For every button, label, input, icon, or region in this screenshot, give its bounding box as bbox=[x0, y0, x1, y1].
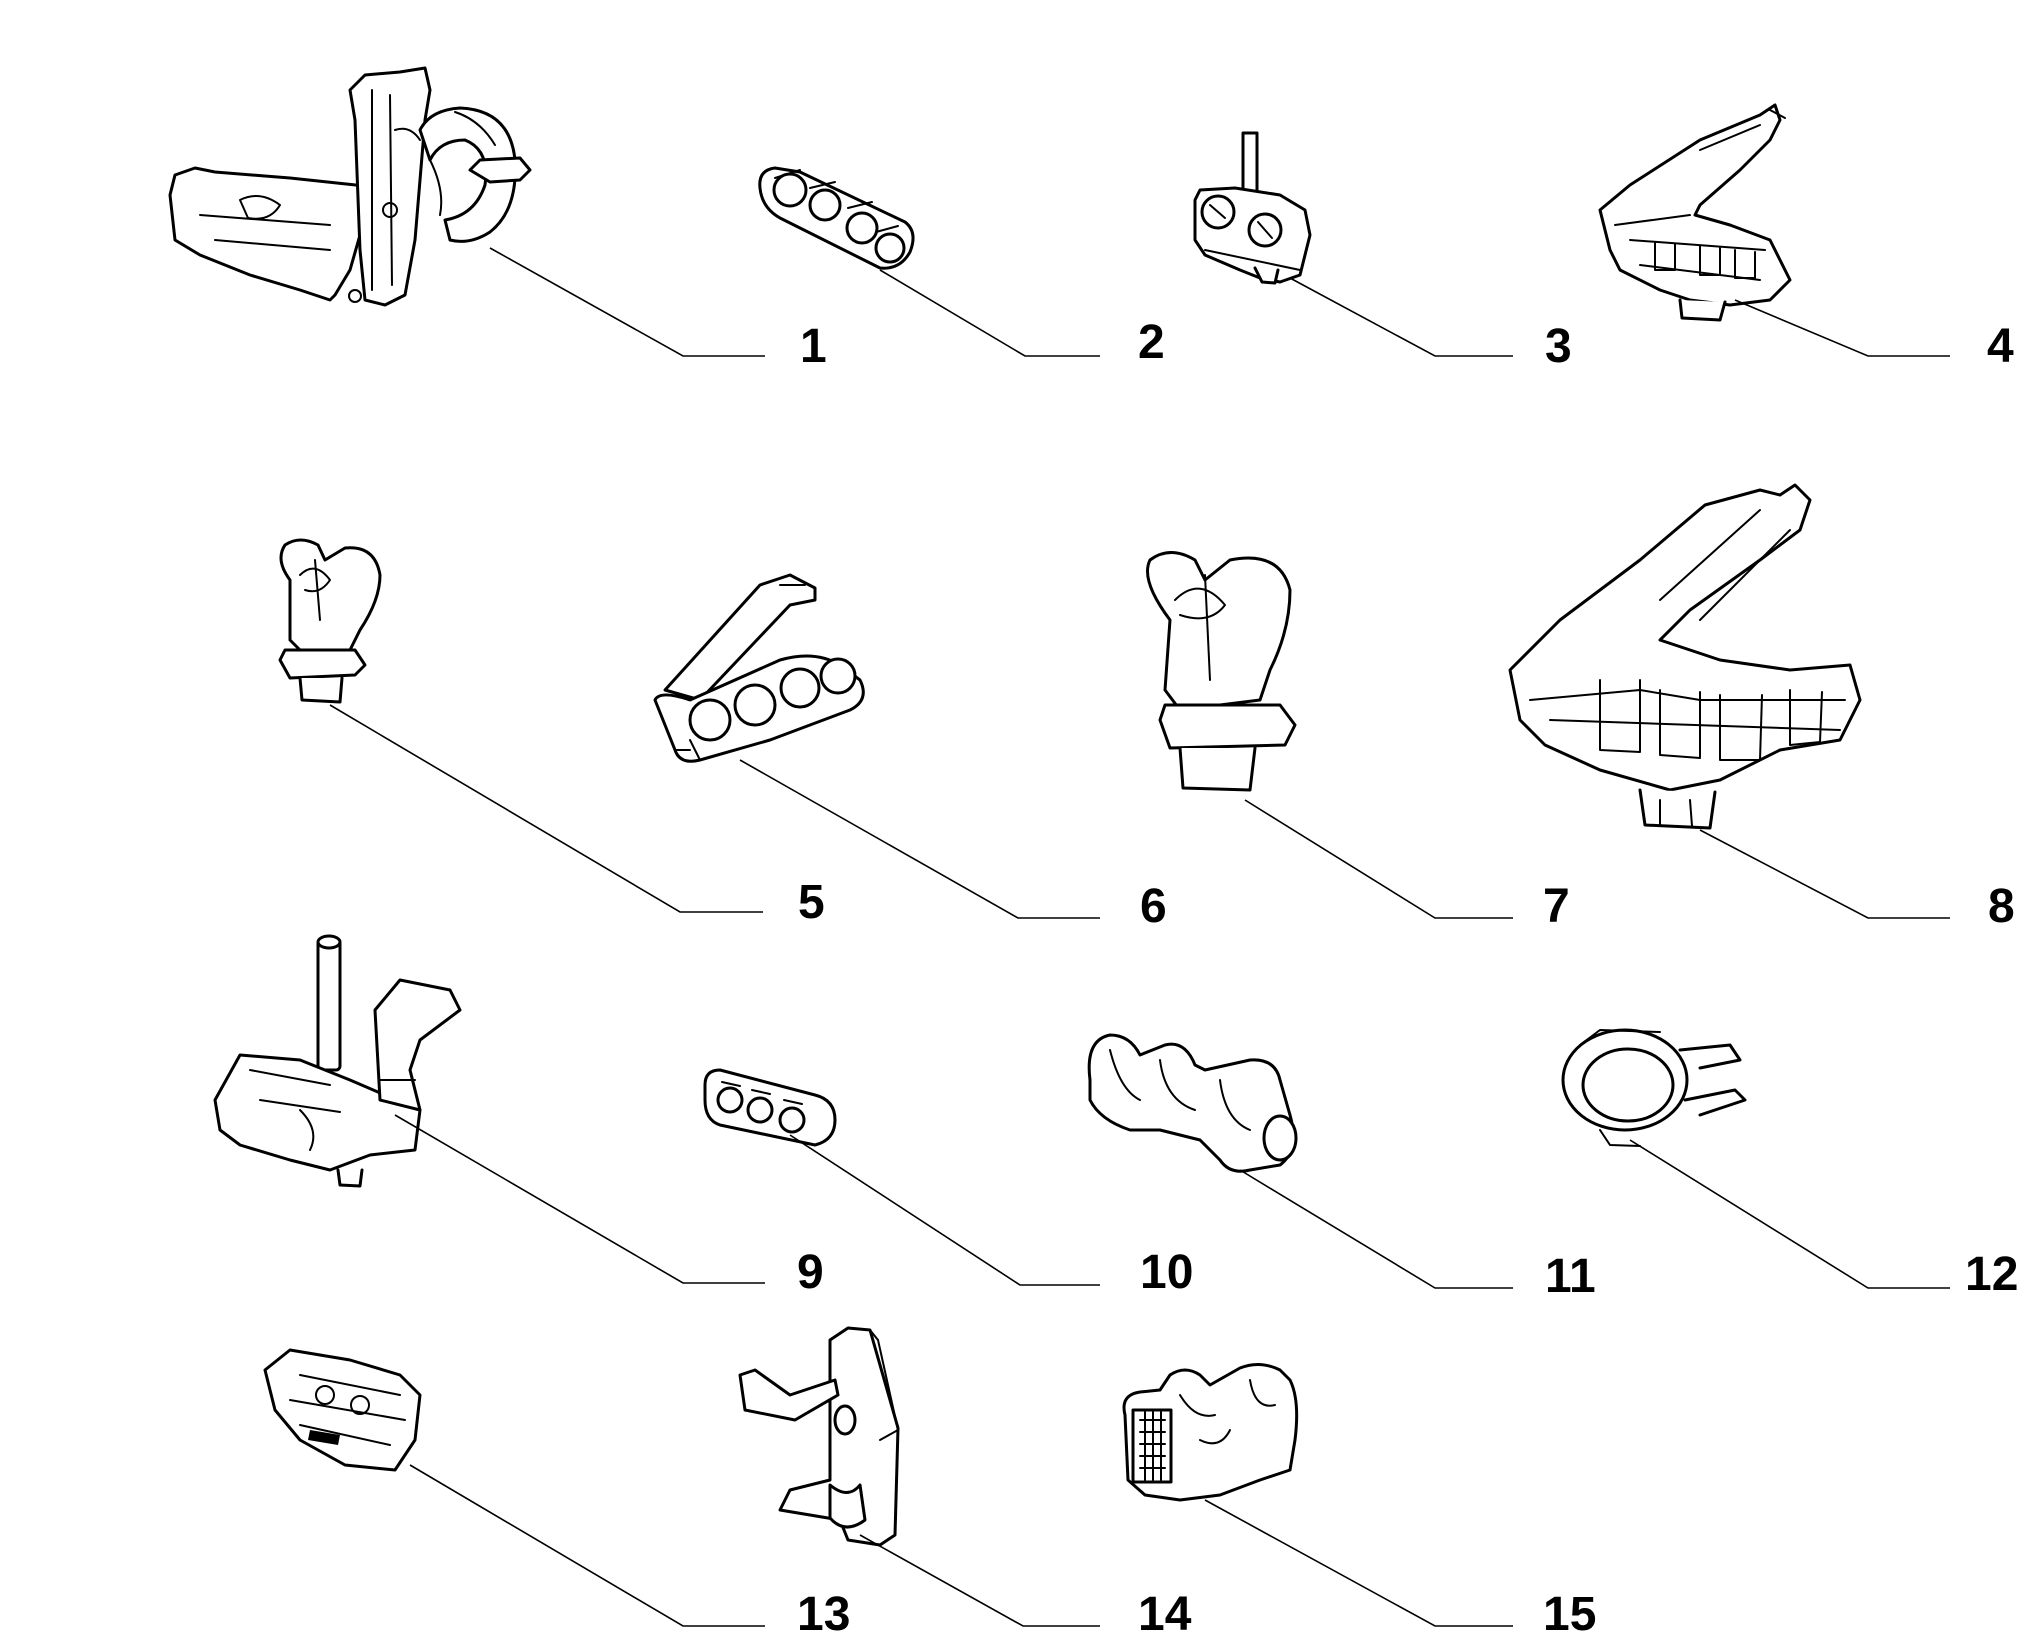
part-10-clip bbox=[703, 1068, 837, 1147]
callout-8: 8 bbox=[1988, 880, 2015, 933]
part-8-bracket bbox=[1508, 483, 1862, 830]
part-3-clip bbox=[1193, 131, 1312, 285]
part-13-clip bbox=[263, 1348, 422, 1472]
leader-line-11 bbox=[1239, 1169, 1513, 1289]
callout-6: 6 bbox=[1140, 880, 1167, 933]
callout-12: 12 bbox=[1965, 1248, 2018, 1301]
leader-line-10 bbox=[789, 1134, 1100, 1286]
part-6-clip bbox=[653, 573, 865, 763]
leader-line-7 bbox=[1244, 799, 1513, 919]
callout-1: 1 bbox=[800, 320, 827, 373]
part-14-bracket bbox=[738, 1326, 900, 1547]
part-1-clip bbox=[168, 66, 532, 307]
leader-line-8 bbox=[1699, 829, 1950, 919]
part-11-clip bbox=[1087, 1033, 1298, 1173]
part-4-bracket bbox=[1598, 103, 1792, 322]
leader-line-15 bbox=[1204, 1499, 1513, 1627]
leader-line-6 bbox=[739, 759, 1100, 919]
callout-14: 14 bbox=[1138, 1588, 1192, 1634]
callout-4: 4 bbox=[1987, 320, 2014, 373]
part-15-clip bbox=[1122, 1363, 1299, 1502]
leader-line-2 bbox=[879, 269, 1100, 357]
part-7-clip bbox=[1146, 551, 1297, 792]
callout-3: 3 bbox=[1545, 320, 1572, 373]
leader-line-5 bbox=[329, 704, 763, 913]
part-2-clip bbox=[758, 166, 915, 270]
part-9-clip bbox=[213, 934, 462, 1188]
leader-line-1 bbox=[489, 247, 765, 357]
callout-5: 5 bbox=[798, 876, 825, 929]
part-12-clip bbox=[1561, 1028, 1747, 1147]
callout-2: 2 bbox=[1138, 316, 1165, 369]
leader-line-4 bbox=[1734, 299, 1950, 357]
leader-line-3 bbox=[1289, 277, 1513, 357]
part-5-clip bbox=[278, 538, 382, 704]
callout-7: 7 bbox=[1543, 880, 1570, 933]
leader-line-14 bbox=[859, 1534, 1100, 1627]
callout-9: 9 bbox=[797, 1246, 824, 1299]
callout-10: 10 bbox=[1140, 1246, 1193, 1299]
leader-line-9 bbox=[394, 1114, 765, 1284]
callout-15: 15 bbox=[1543, 1588, 1596, 1634]
leader-line-13 bbox=[409, 1464, 765, 1627]
callout-11: 11 bbox=[1545, 1250, 1596, 1303]
leader-line-12 bbox=[1629, 1139, 1950, 1289]
callout-13: 13 bbox=[797, 1588, 850, 1634]
